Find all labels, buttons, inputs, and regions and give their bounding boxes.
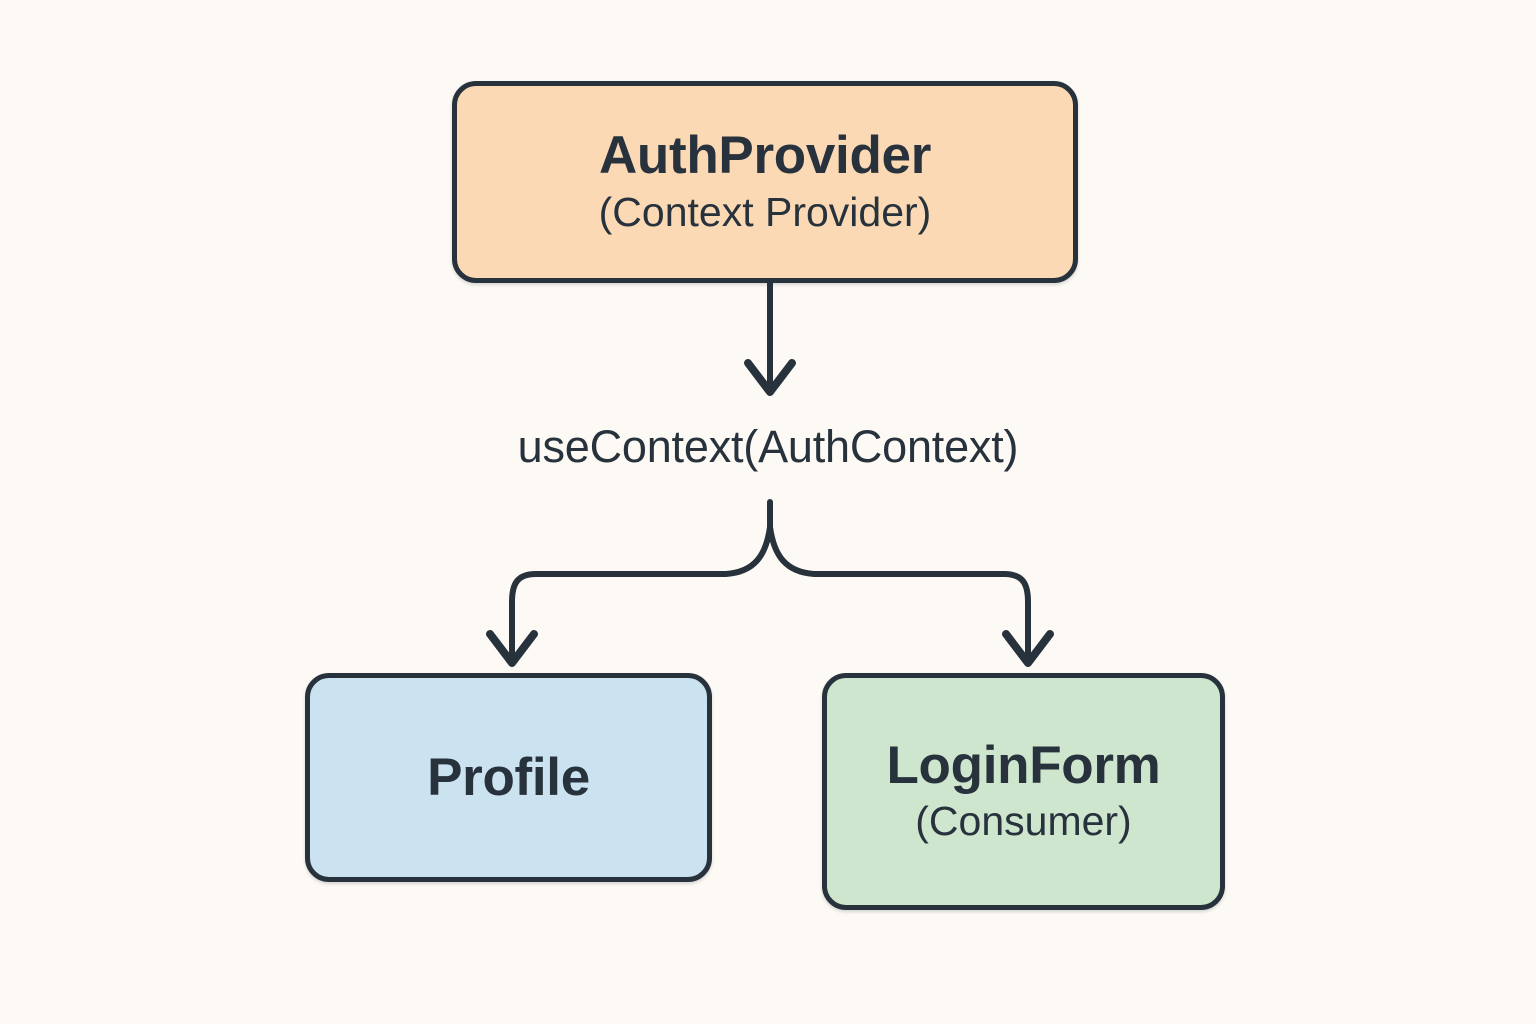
node-profile[interactable]: Profile (305, 673, 712, 882)
arrowhead-down-to-hook-icon (744, 359, 796, 396)
node-auth-provider[interactable]: AuthProvider (Context Provider) (452, 81, 1078, 283)
node-auth-provider-subtitle: (Context Provider) (598, 188, 932, 235)
arrowhead-down-to-login-form-icon (1002, 630, 1054, 667)
edge-hook-to-login-form-line (767, 524, 1031, 661)
edge-label-use-context: useContext(AuthContext) (517, 421, 1019, 472)
arrowhead-down-to-profile-icon (486, 630, 538, 667)
edge-hook-to-profile-line (509, 524, 773, 661)
node-login-form[interactable]: LoginForm (Consumer) (822, 673, 1225, 910)
node-auth-provider-title: AuthProvider (598, 126, 932, 186)
node-login-form-title: LoginForm (886, 735, 1161, 795)
node-login-form-subtitle: (Consumer) (915, 798, 1132, 845)
node-profile-title: Profile (427, 747, 590, 807)
edge-provider-to-hook (744, 283, 796, 396)
edge-hook-split (486, 499, 1054, 667)
